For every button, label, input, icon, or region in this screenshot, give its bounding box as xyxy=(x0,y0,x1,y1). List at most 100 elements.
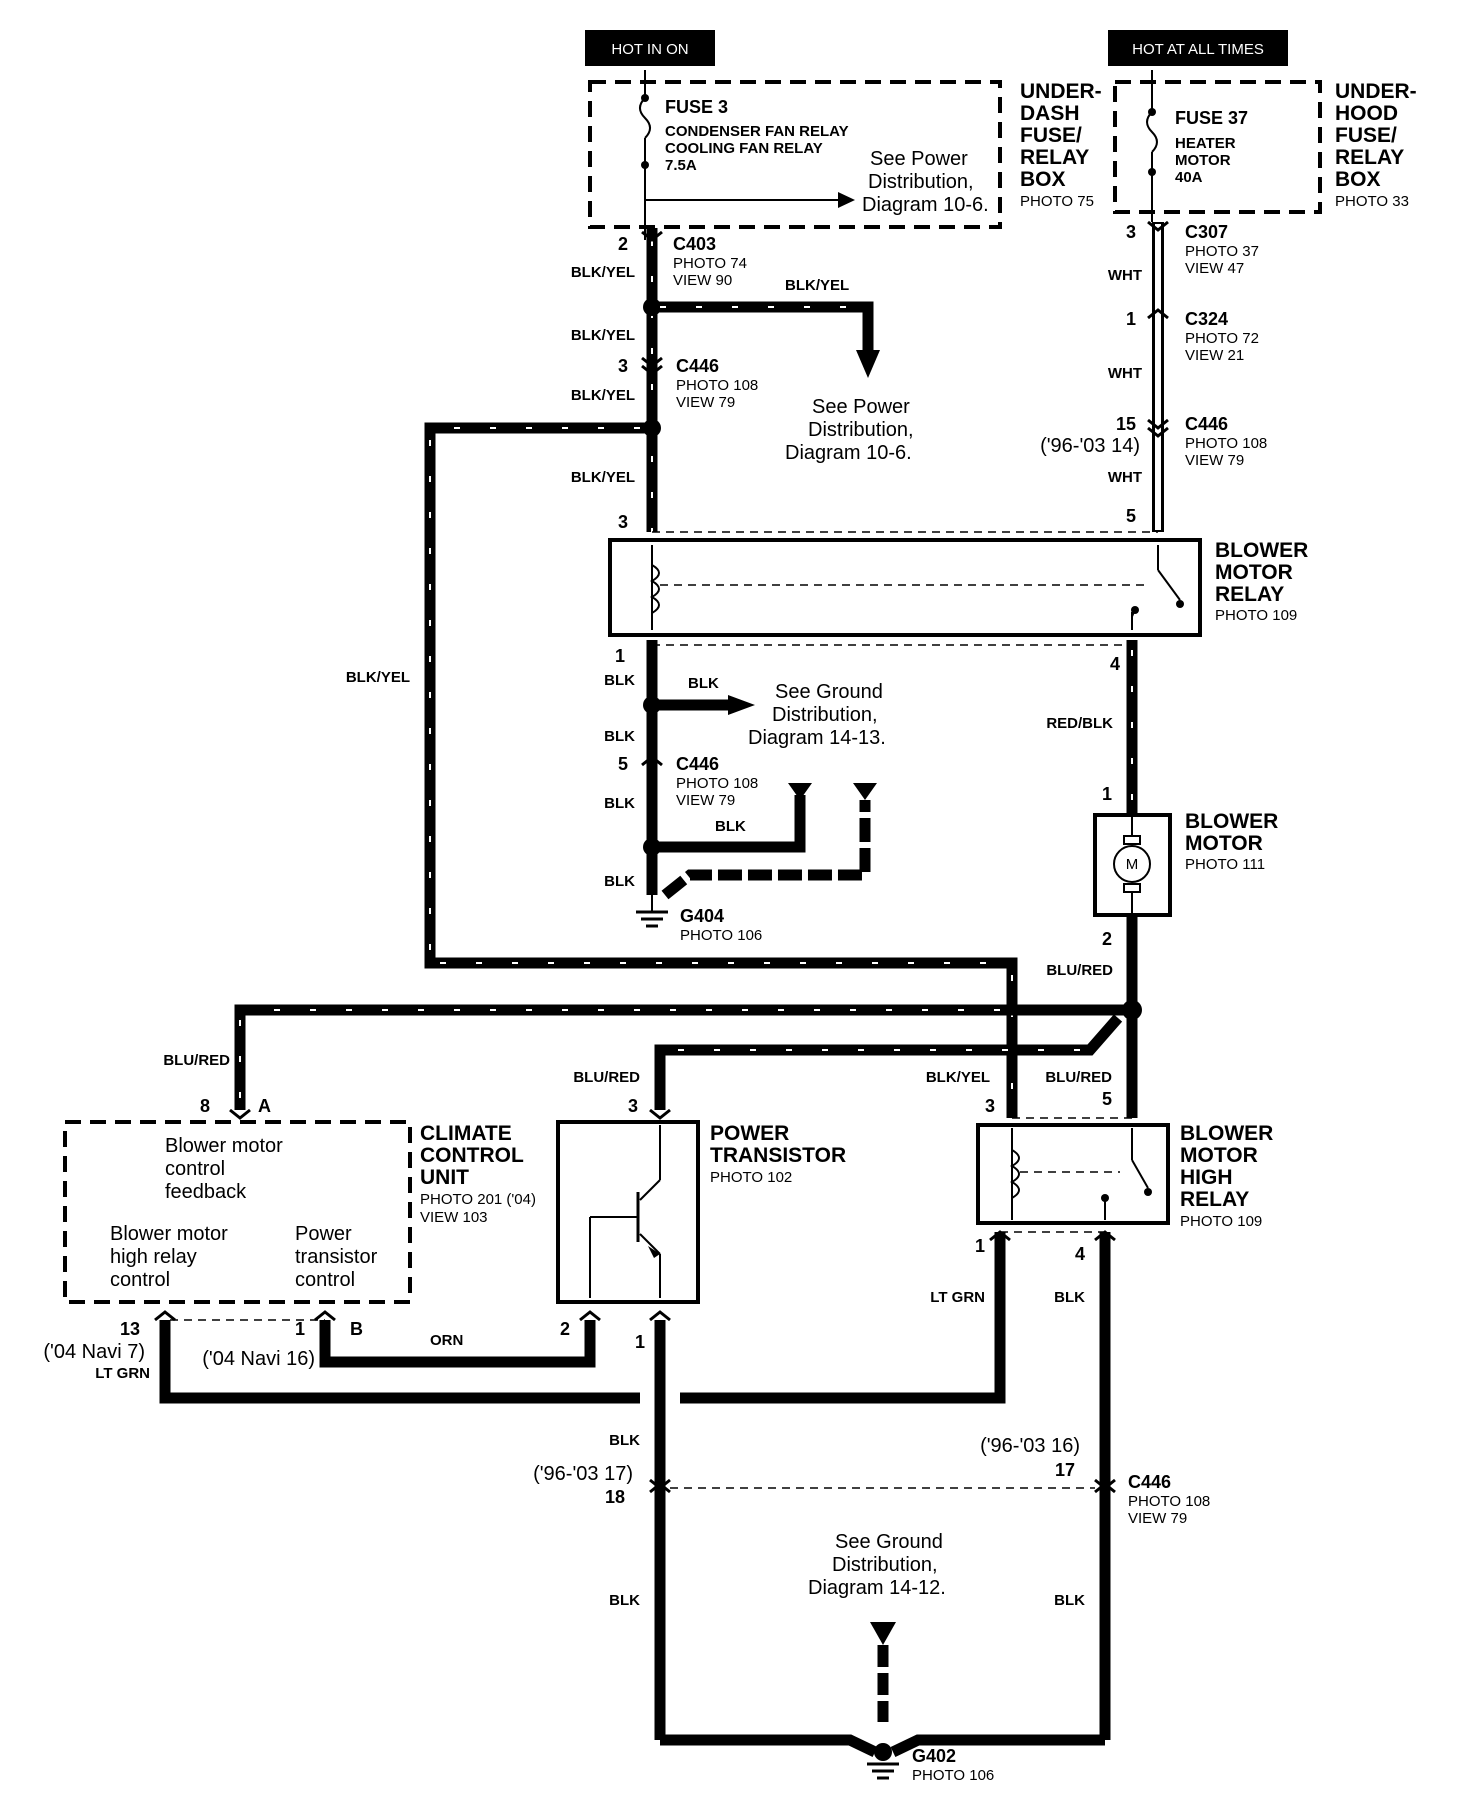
bmr-pin4: 4 xyxy=(1110,654,1120,674)
fuse37-amp: 40A xyxy=(1175,169,1203,186)
wire-label-blured-3: BLU/RED xyxy=(573,1069,640,1086)
wire-label-blk-1: BLK xyxy=(604,672,635,689)
underdash-l1: UNDER- xyxy=(1020,80,1102,103)
c446d-name: C446 xyxy=(1128,1472,1171,1492)
wire-label-wht-2: WHT xyxy=(1108,365,1142,382)
ground-dist-arrow-1 xyxy=(728,695,755,715)
wire-label-blkyel-3: BLK/YEL xyxy=(571,327,635,344)
power-transistor-box xyxy=(556,1120,700,1304)
blu-red-to-climate xyxy=(234,1004,1132,1110)
c446c-photo: PHOTO 108 xyxy=(676,775,758,792)
underhood-l2: HOOD xyxy=(1335,102,1398,125)
c446b-name: C446 xyxy=(1185,414,1228,434)
lt-grn-wire-left xyxy=(159,1320,640,1404)
c307-name: C307 xyxy=(1185,222,1228,242)
pt-pin1: 1 xyxy=(635,1332,645,1352)
ccu-fb2: control xyxy=(165,1158,225,1180)
bmr-photo: PHOTO 109 xyxy=(1215,607,1297,624)
c403-photo: PHOTO 74 xyxy=(673,255,747,272)
bmr-l2: MOTOR xyxy=(1215,561,1293,584)
wire-label-blkyel-2: BLK/YEL xyxy=(785,277,849,294)
ccu-pin8: 8 xyxy=(200,1096,210,1116)
hr-l4: RELAY xyxy=(1180,1188,1249,1211)
wire-label-redblk: RED/BLK xyxy=(1046,715,1113,732)
wire-label-ltgrn-2: LT GRN xyxy=(930,1289,985,1306)
wire-label-blk-6: BLK xyxy=(604,873,635,890)
ccu-pin1: 1 xyxy=(295,1319,305,1339)
fuse3-line2: COOLING FAN RELAY xyxy=(665,140,823,157)
c324-pin: 1 xyxy=(1126,309,1136,329)
ccu-hi2: high relay xyxy=(110,1246,197,1268)
ccu-fb3: feedback xyxy=(165,1181,247,1203)
c446b-view: VIEW 79 xyxy=(1185,452,1244,469)
ground-arrow-b xyxy=(853,783,877,800)
c446c-name: C446 xyxy=(676,754,719,774)
ground-dist-arrow-2 xyxy=(870,1622,896,1645)
transistor-symbol xyxy=(589,1125,661,1298)
see-ground-2-l3: Diagram 14-12. xyxy=(808,1577,946,1599)
branch-to-power-dist xyxy=(652,301,880,378)
hr-pin1: 1 xyxy=(975,1236,985,1256)
hr-internals xyxy=(1009,1128,1152,1220)
wire-label-blk-5: BLK xyxy=(715,818,746,835)
wire-label-blured-2: BLU/RED xyxy=(163,1052,230,1069)
hot-in-on-label: HOT IN ON xyxy=(611,41,688,58)
see-ground-2-l1: See Ground xyxy=(835,1531,943,1553)
g402-photo: PHOTO 106 xyxy=(912,1767,994,1784)
c307-pin: 3 xyxy=(1126,222,1136,242)
high-relay-box xyxy=(976,1123,1170,1225)
g404-photo: PHOTO 106 xyxy=(680,927,762,944)
underhood-l5: BOX xyxy=(1335,168,1381,191)
underdash-photo: PHOTO 75 xyxy=(1020,193,1094,210)
lower-c446-chevrons xyxy=(649,1478,1116,1494)
wire-label-wht-3: WHT xyxy=(1108,469,1142,486)
c446d-alt: ('96-'03 16) xyxy=(980,1435,1080,1457)
hr-l2: MOTOR xyxy=(1180,1144,1258,1167)
pt-top-chevron xyxy=(649,1108,671,1120)
bmr-l1: BLOWER xyxy=(1215,539,1308,562)
wire-label-blkyel-6: BLK/YEL xyxy=(571,469,635,486)
hot-at-all-times-label: HOT AT ALL TIMES xyxy=(1132,41,1264,58)
wire-label-blk-9: BLK xyxy=(609,1592,640,1609)
underhood-l1: UNDER- xyxy=(1335,80,1417,103)
c403-view: VIEW 90 xyxy=(673,272,732,289)
c324-name: C324 xyxy=(1185,309,1228,329)
ccu-pt1: Power xyxy=(295,1223,352,1245)
blu-red-to-transistor xyxy=(654,1014,1123,1110)
see-power-1-l3: Diagram 10-6. xyxy=(862,194,989,216)
c446d-view: VIEW 79 xyxy=(1128,1510,1187,1527)
bm-l2: MOTOR xyxy=(1185,832,1263,855)
c446c-view: VIEW 79 xyxy=(676,792,735,809)
fuse-3 xyxy=(639,70,855,240)
c446a-photo: PHOTO 108 xyxy=(676,377,758,394)
ccu-pinB: B xyxy=(350,1319,363,1339)
c446c-pin: 5 xyxy=(618,754,628,774)
pt-pin3: 3 xyxy=(628,1096,638,1116)
fuse37-line2: MOTOR xyxy=(1175,152,1231,169)
c446e-alt: ('96-'03 17) xyxy=(533,1463,633,1485)
see-ground-1-l3: Diagram 14-13. xyxy=(748,727,886,749)
c446b-photo: PHOTO 108 xyxy=(1185,435,1267,452)
bmr-internals xyxy=(649,545,1184,630)
hr-photo: PHOTO 109 xyxy=(1180,1213,1262,1230)
ccu-hi3: control xyxy=(110,1269,170,1291)
c446a-pin: 3 xyxy=(618,356,628,376)
see-power-1-l2: Distribution, xyxy=(868,171,974,193)
hr-pin4: 4 xyxy=(1075,1244,1085,1264)
underdash-l2: DASH xyxy=(1020,102,1080,125)
wire-label-orn: ORN xyxy=(430,1332,463,1349)
fuse3-line1: CONDENSER FAN RELAY xyxy=(665,123,849,140)
hr-l3: HIGH xyxy=(1180,1166,1233,1189)
ccu-photo: PHOTO 201 ('04) xyxy=(420,1191,536,1208)
wire-label-blk-3: BLK xyxy=(604,728,635,745)
ccu-pt2: transistor xyxy=(295,1246,378,1268)
underhood-l3: FUSE/ xyxy=(1335,124,1397,147)
see-power-2-l1: See Power xyxy=(812,396,910,418)
c446d-photo: PHOTO 108 xyxy=(1128,1493,1210,1510)
see-ground-1-l2: Distribution, xyxy=(772,704,878,726)
wire-label-blured-4: BLU/RED xyxy=(1045,1069,1112,1086)
hr-bottom-chevrons xyxy=(989,1230,1116,1242)
hot-at-all-times-tag: HOT AT ALL TIMES xyxy=(1108,30,1288,66)
ccu-pt3: control xyxy=(295,1269,355,1291)
